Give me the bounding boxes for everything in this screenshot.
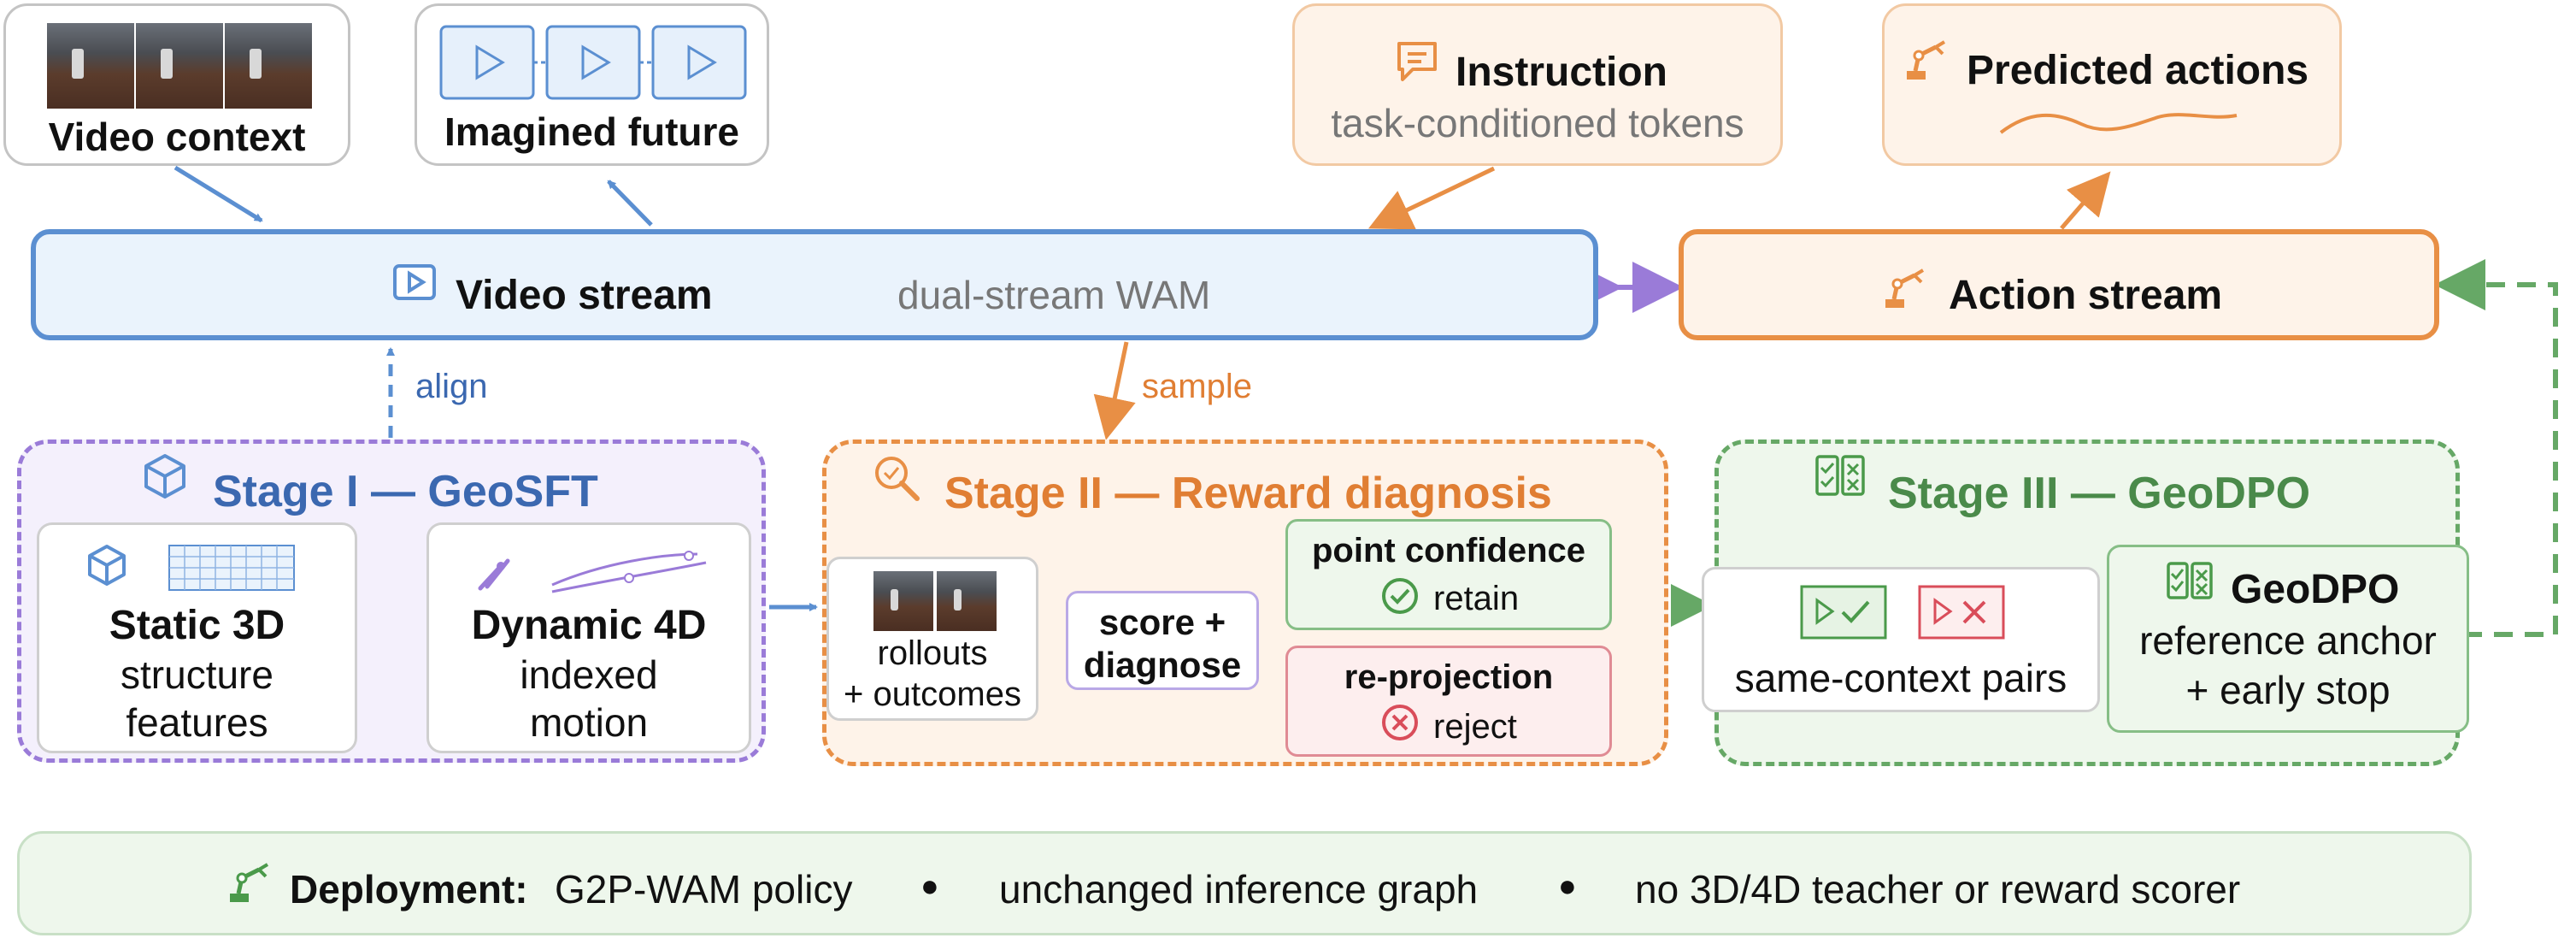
stage1-panel: Stage I — GeoSFT Static 3D structure fea… [17,440,766,763]
grid-icon [168,545,295,591]
align-label: align [415,368,488,405]
arrow-instruction-to-video [1367,166,1496,230]
static-3d-line2: features [126,700,268,745]
robot-arm-icon [1885,268,1925,308]
play-icon [393,264,436,300]
stage2-title: Stage II — Reward diagnosis [944,469,1552,518]
play-icon [439,25,747,100]
deployment-label: Deployment: [290,867,528,911]
point-confidence-card: point confidence retain [1285,519,1612,630]
action-stream-label: Action stream [1949,273,2223,318]
pair-reject-icon [1918,585,2005,640]
cube-icon [88,545,126,586]
deployment-item3: no 3D/4D teacher or reward scorer [1635,867,2241,911]
score-line2: diagnose [1083,645,1242,685]
video-stream-label: Video stream [456,273,713,318]
reprojection-title: re-projection [1344,658,1554,696]
stage2-panel: Stage II — Reward diagnosis rollouts + o… [822,440,1668,766]
dual-stream-label: dual-stream WAM [897,273,1211,317]
score-diagnose-card: score + diagnose [1066,591,1259,690]
bullet-icon: ● [1558,868,1577,903]
rollouts-card: rollouts + outcomes [826,557,1038,721]
dynamic-4d-line1: indexed [520,652,658,697]
reprojection-action: reject [1433,708,1517,746]
geodpo-title: GeoDPO [2231,567,2400,612]
chat-icon [1397,42,1437,81]
deployment-bar: Deployment: G2P-WAM policy ● unchanged i… [17,831,2472,935]
geodpo-card: GeoDPO reference anchor + early stop [2107,545,2469,733]
instruction-title: Instruction [1456,50,1667,95]
confidence-action: retain [1433,580,1520,617]
trajectory-icon [478,551,707,593]
imagined-future-box: Imagined future [415,3,769,166]
robot-arm-icon [1907,40,1946,80]
video-frames-icon [873,571,997,631]
stage3-panel: Stage III — GeoDPO same-context pairs Ge… [1702,440,2469,766]
video-context-box: Video context [3,3,350,166]
instruction-box: Instruction task-conditioned tokens [1292,3,1783,166]
static-3d-line1: structure [121,652,273,697]
arrow-video-to-future [607,180,653,227]
dynamic-4d-title: Dynamic 4D [471,603,707,648]
stage1-title: Stage I — GeoSFT [213,467,598,516]
imagined-future-label: Imagined future [444,109,740,154]
static-3d-card: Static 3D structure features [37,522,357,753]
deployment-item1: G2P-WAM policy [555,867,853,911]
cube-icon [144,454,185,498]
video-frames-icon [47,23,312,109]
predicted-actions-box: Predicted actions [1882,3,2342,166]
stage3-title: Stage III — GeoDPO [1888,469,2311,518]
static-3d-title: Static 3D [109,603,285,648]
dynamic-4d-line2: motion [529,700,649,745]
arrow-action-to-predicted [2060,171,2111,230]
video-stream-box: Video stream dual-stream WAM [31,229,1598,340]
instruction-subtitle: task-conditioned tokens [1331,101,1744,145]
video-context-label: Video context [48,115,306,159]
robot-arm-icon [230,863,269,902]
predicted-actions-label: Predicted actions [1967,48,2309,93]
geodpo-line1: reference anchor [2139,618,2437,663]
reprojection-card: re-projection reject [1285,646,1612,757]
pair-accept-icon [1800,585,1887,640]
pairs-label: same-context pairs [1734,656,2067,700]
x-circle-icon [1382,705,1418,740]
rollouts-line1: rollouts [877,634,988,672]
arrow-sample [1093,341,1136,440]
rollouts-line2: + outcomes [844,675,1021,713]
checklist-icon [2167,562,2213,599]
sample-label: sample [1142,368,1252,405]
geodpo-line2: + early stop [2185,668,2391,712]
same-context-pairs-card: same-context pairs [1702,567,2100,712]
arrow-feedback-loop [2434,259,2558,637]
action-stream-box: Action stream [1679,229,2439,340]
action-wave-icon [1999,113,2238,134]
checklist-icon [1815,455,1865,496]
check-circle-icon [1382,578,1418,614]
dynamic-4d-card: Dynamic 4D indexed motion [426,522,751,753]
arrow-context-to-video [173,165,263,223]
score-line1: score + [1098,602,1226,642]
deployment-item2: unchanged inference graph [999,867,1479,911]
magnifier-icon [875,457,920,501]
bullet-icon: ● [920,868,939,903]
confidence-title: point confidence [1312,532,1585,569]
